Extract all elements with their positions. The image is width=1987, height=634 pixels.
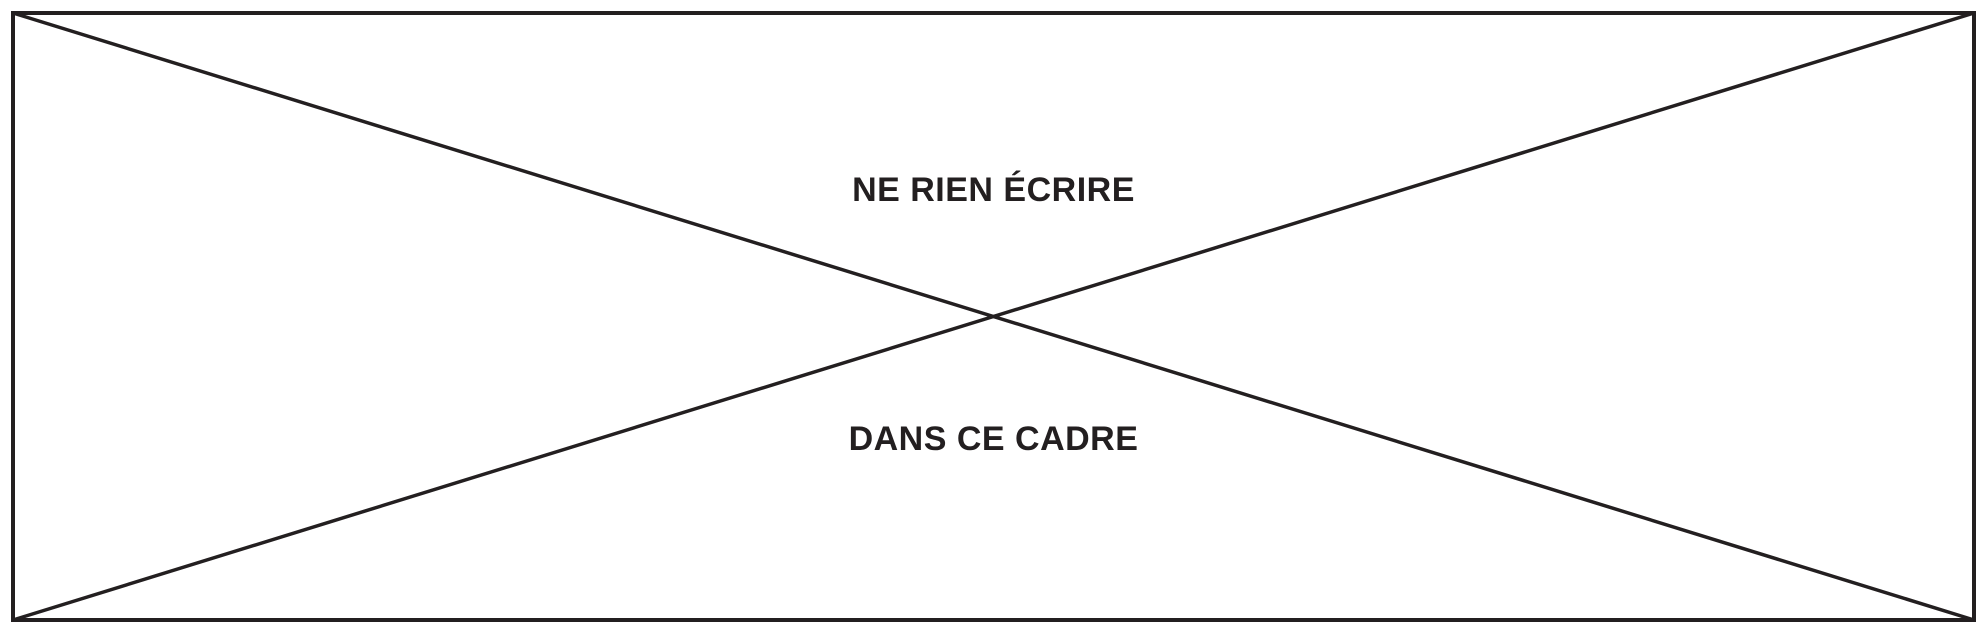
diagonal-line-bottom-left-to-top-right <box>12 11 1975 622</box>
notice-text-line-1: NE RIEN ÉCRIRE <box>852 171 1135 209</box>
notice-text-line-2: DANS CE CADRE <box>848 420 1139 458</box>
box-border <box>11 11 1976 622</box>
